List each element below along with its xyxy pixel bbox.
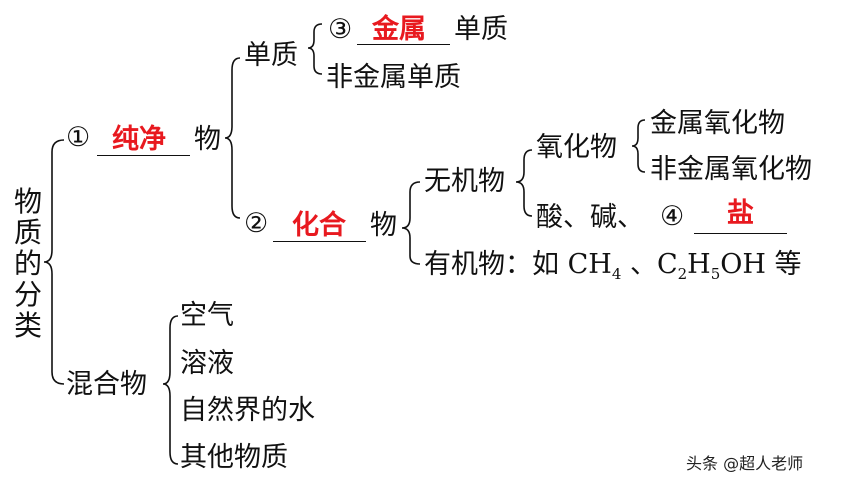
compound-blank-line — [273, 241, 366, 242]
mixture-label: 混合物 — [66, 369, 147, 400]
acid-base-num: ④ — [660, 201, 685, 232]
organic-c-sub: 2 — [677, 265, 688, 283]
simple-bracket — [307, 23, 323, 75]
inorganic-bracket — [515, 149, 533, 217]
compound-num: ② — [244, 208, 269, 239]
metal-simple-answer: 金属 — [372, 14, 426, 45]
organic-tail: 等 — [774, 249, 802, 280]
acid-base-answer: 盐 — [727, 198, 754, 229]
mixture-item: 溶液 — [180, 348, 234, 379]
mixture-item: 其他物质 — [180, 442, 288, 473]
metal-simple-blank-line — [357, 44, 450, 45]
metal-simple-num: ③ — [328, 14, 353, 45]
nonmetal-simple-label: 非金属单质 — [326, 62, 461, 93]
pure-suffix: 物 — [194, 124, 221, 155]
organic-label: 有机物：如 — [424, 249, 559, 280]
simple-label: 单质 — [244, 40, 298, 71]
mixture-bracket — [162, 315, 179, 465]
metal-simple-suffix: 单质 — [454, 14, 508, 45]
mixture-item: 空气 — [180, 300, 234, 331]
inorganic-label: 无机物 — [424, 166, 505, 197]
metal-oxide-label: 金属氧化物 — [650, 108, 785, 139]
organic-c: C — [656, 249, 678, 280]
organic-ch-sub: 4 — [611, 265, 622, 283]
root-bracket — [43, 139, 65, 385]
pure-blank-line — [97, 155, 190, 156]
compound-answer: 化合 — [292, 210, 346, 241]
pure-bracket — [224, 57, 241, 219]
root-label: 物质的分类 — [14, 185, 43, 342]
organic-sep: 、 — [629, 249, 657, 280]
watermark: 头条 @超人老师 — [686, 454, 804, 473]
pure-num: ① — [66, 122, 91, 153]
pure-answer: 纯净 — [112, 124, 166, 155]
organic-h-sub: 5 — [710, 265, 721, 283]
oxide-bracket — [631, 119, 646, 173]
compound-suffix: 物 — [370, 210, 397, 241]
acid-base-prefix: 酸、碱、 — [536, 202, 644, 233]
organic-oh: OH — [720, 249, 766, 280]
organic-line: 有机物：如 CH4 、C2H5OH 等 — [424, 251, 802, 282]
organic-h: H — [687, 249, 711, 280]
mixture-item: 自然界的水 — [180, 395, 315, 426]
acid-base-blank-line — [694, 233, 787, 234]
organic-ch: CH — [567, 249, 612, 280]
compound-bracket — [401, 181, 421, 265]
nonmetal-oxide-label: 非金属氧化物 — [650, 154, 812, 185]
oxide-label: 氧化物 — [536, 132, 617, 163]
